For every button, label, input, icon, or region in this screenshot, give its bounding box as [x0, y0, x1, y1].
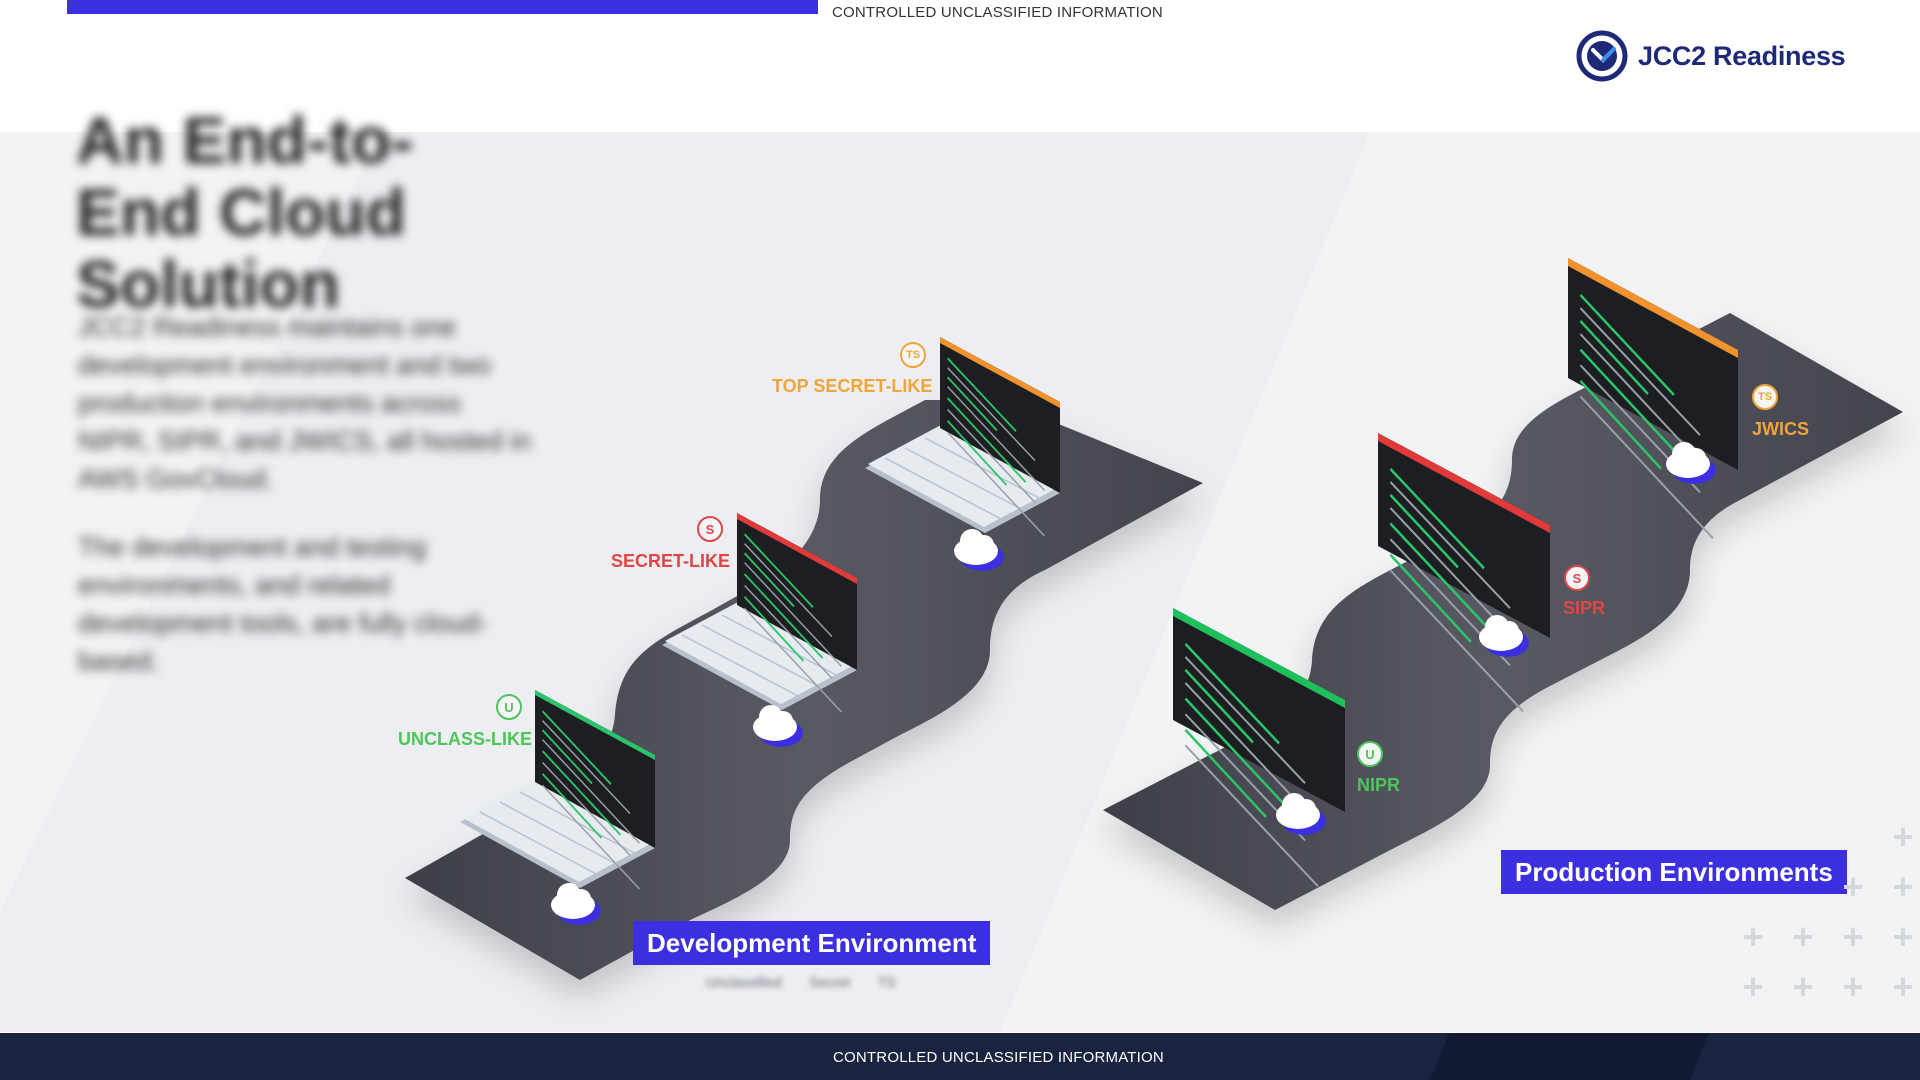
monitor-nipr — [1173, 608, 1345, 889]
jwics-label: JWICS — [1752, 419, 1810, 439]
monitor-sipr — [1378, 433, 1550, 714]
plus-icon: + — [1742, 966, 1764, 1007]
classification-banner-top: CONTROLLED UNCLASSIFIED INFORMATION — [832, 4, 1163, 21]
plus-icon: + — [1842, 966, 1864, 1007]
classification-legend: Unclassified Secret TS — [706, 974, 896, 990]
laptop-top-secret — [865, 337, 1060, 571]
plus-icon: + — [1892, 966, 1914, 1007]
plus-icon: + — [1792, 966, 1814, 1007]
legend-item-unclassified: Unclassified — [706, 974, 782, 990]
plus-icon: + — [1792, 916, 1814, 957]
legend-item-secret: Secret — [809, 974, 850, 990]
plus-icon: + — [1742, 916, 1764, 957]
plus-icon: + — [1892, 916, 1914, 957]
page-title: An End-to-End Cloud Solution — [76, 103, 414, 321]
logo-text: JCC2 Readiness — [1638, 40, 1846, 71]
unclass-badge-icon: U — [496, 694, 522, 720]
development-environment-label: Development Environment — [633, 921, 991, 965]
top-accent-bar — [67, 0, 818, 14]
top-secret-like-label: TOP SECRET-LIKE — [772, 376, 933, 396]
laptop-unclass — [460, 690, 655, 925]
production-environments-label: Production Environments — [1501, 850, 1847, 894]
classification-banner-bottom: CONTROLLED UNCLASSIFIED INFORMATION — [833, 1049, 1164, 1066]
jwics-badge-icon: TS — [1752, 384, 1778, 410]
secret-badge-icon: S — [697, 516, 723, 542]
nipr-badge-icon: U — [1357, 741, 1383, 767]
unclass-like-label: UNCLASS-LIKE — [398, 729, 532, 749]
nipr-label: NIPR — [1357, 775, 1401, 795]
intro-paragraph: JCC2 Readiness maintains one development… — [78, 312, 532, 494]
sipr-label: SIPR — [1563, 598, 1606, 618]
background-diagonal-shape — [0, 132, 1370, 1032]
detail-paragraph: The development and testing environments… — [78, 532, 488, 676]
plus-pattern-decoration: ++++++++++++++++ — [1728, 812, 1920, 1012]
sipr-badge-icon: S — [1564, 565, 1590, 591]
logo: JCC2 Readiness — [1576, 30, 1846, 82]
laptop-secret — [662, 513, 857, 747]
monitor-jwics — [1568, 258, 1738, 541]
footer-tab-shape — [1430, 1033, 1709, 1080]
top-secret-badge-icon: TS — [900, 342, 926, 368]
secret-like-label: SECRET-LIKE — [611, 551, 731, 571]
plus-icon: + — [1892, 816, 1914, 857]
plus-icon: + — [1892, 866, 1914, 907]
logo-icon — [1576, 30, 1628, 82]
legend-item-ts: TS — [877, 974, 896, 990]
plus-icon: + — [1842, 866, 1864, 907]
plus-icon: + — [1842, 916, 1864, 957]
